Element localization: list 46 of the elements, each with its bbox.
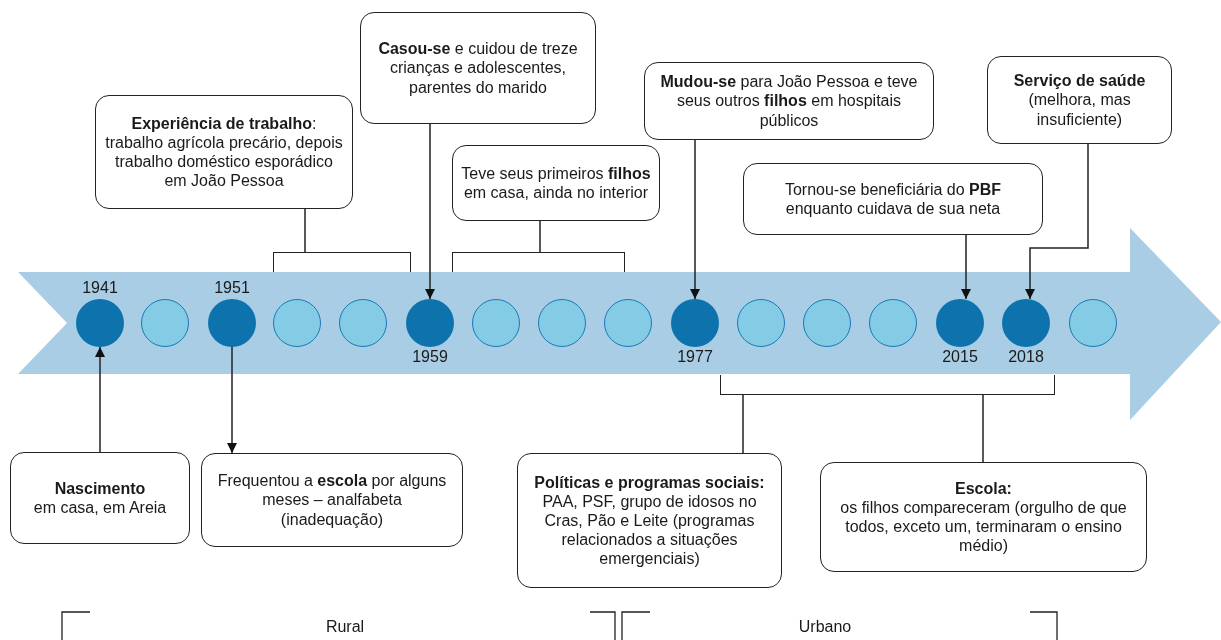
timeline-arrow: [18, 228, 1221, 420]
year-label: 1977: [676, 348, 714, 366]
callout-heading: Políticas e programas sociais:: [534, 472, 765, 492]
arrow: [690, 139, 700, 300]
year-label: 1941: [81, 279, 119, 297]
span-bracket: [452, 252, 625, 272]
year-label: 1951: [213, 279, 251, 297]
callout-box: [987, 56, 1172, 144]
year-label: 1959: [411, 348, 449, 366]
callout-heading: Escola:: [955, 478, 1012, 498]
callout-text: Casou-se e cuidou de treze crianças e adolescentes, parentes do marido: [377, 39, 579, 97]
span-bracket: [720, 375, 1055, 395]
region-label: Urbano: [797, 618, 853, 636]
callout-box: [743, 163, 1043, 235]
callout-box: [95, 95, 353, 209]
connector-line: [304, 208, 306, 253]
region-label: Rural: [324, 618, 366, 636]
callout-text: Mudou-se para João Pessoa e teve seus outros filhos em hospitais públicos: [659, 72, 919, 130]
callout-box: [201, 453, 463, 547]
callout-box: [517, 453, 782, 588]
connector-line: [539, 220, 541, 253]
callout-box: [644, 62, 934, 140]
callout-box: [10, 452, 190, 544]
connector-line: [742, 394, 744, 454]
callout-box: [360, 12, 596, 124]
callout-text: em casa, em Areia: [33, 498, 167, 518]
callout-text: (melhora, mas insuficiente): [1027, 90, 1132, 129]
connector-line: [982, 394, 984, 463]
callout-box: [820, 462, 1147, 572]
callout-text: PAA, PSF, grupo de idosos no Cras, Pão e Leite (programas relacionados a situações emergenciais): [541, 491, 758, 569]
year-label: 2018: [1007, 348, 1045, 366]
arrow: [961, 234, 971, 300]
callout-heading: Nascimento: [54, 478, 146, 498]
callout-text: Teve seus primeiros filhos em casa, ainda no interior: [461, 163, 651, 203]
callout-heading: Serviço de saúde: [1013, 71, 1146, 91]
callout-text: Frequentou a escola por alguns meses – analfabeta (inadequação): [216, 471, 448, 529]
arrow: [227, 346, 237, 454]
callout-text: Experiência de trabalho: trabalho agrícola precário, depois trabalho doméstico esporádico em João Pessoa: [104, 113, 344, 191]
year-label: 2015: [941, 348, 979, 366]
arrow: [95, 346, 105, 453]
span-bracket: [273, 252, 411, 272]
callout-text: os filhos compareceram (orgulho de que todos, exceto um, terminaram o ensino médio): [839, 497, 1128, 556]
callout-box: [452, 145, 660, 221]
arrow: [1025, 143, 1089, 300]
arrow: [425, 123, 435, 300]
callout-text: Tornou-se beneficiária do PBF enquanto cuidava de sua neta: [783, 179, 1003, 219]
